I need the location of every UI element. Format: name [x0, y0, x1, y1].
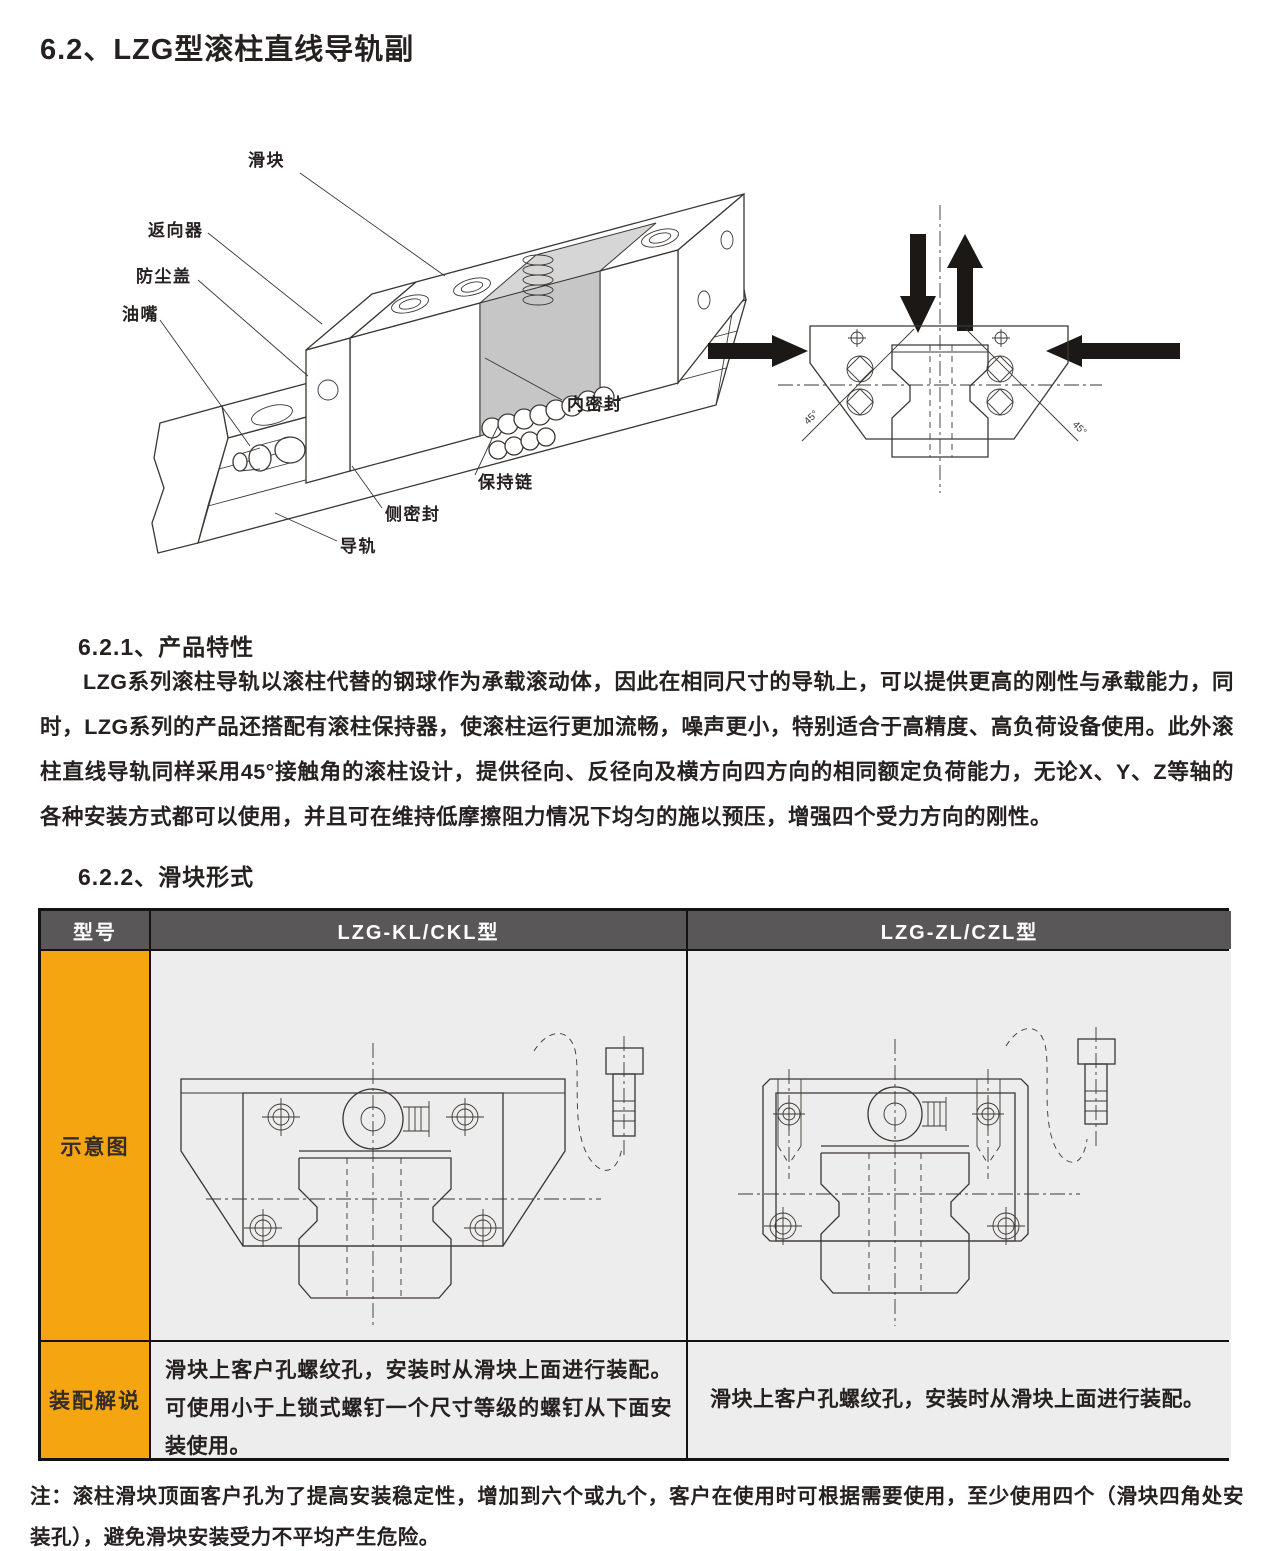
zl-counterbores — [777, 1069, 1001, 1179]
kl-ckl-drawing — [180, 1033, 644, 1329]
retainer-screw-marks — [848, 329, 1010, 347]
part-label-slider: 滑块 — [248, 151, 285, 170]
part-label-return-unit: 返向器 — [148, 221, 204, 240]
schematic-zl-czl — [688, 951, 1231, 1340]
part-label-grease-nipple: 油嘴 — [122, 305, 159, 324]
zl-czl-drawing — [738, 1027, 1116, 1326]
mounting-holes — [391, 228, 679, 314]
guide-rail-isometric-drawing: 45° 45° — [151, 172, 1180, 554]
roller-chain — [481, 386, 615, 460]
load-arrows — [708, 234, 1180, 367]
page-title: 6.2、LZG型滚柱直线导轨副 — [40, 34, 415, 66]
coil-detail — [522, 254, 554, 306]
leader-lines — [159, 172, 563, 542]
assembly-note-zl-text: 滑块上客户孔螺纹孔，安装时从滑块上面进行装配。 — [710, 1388, 1205, 1411]
hero-figure: 45° 45° 滑块 返向器 防尘盖 油嘴 内密封 保持链 侧密封 导轨 — [100, 128, 1220, 593]
assembly-note-zl: 滑块上客户孔螺纹孔，安装时从滑块上面进行装配。 — [688, 1342, 1231, 1458]
part-label-retainer-chain: 保持链 — [478, 473, 534, 492]
grease-nipple — [232, 436, 306, 472]
row-label-schematic: 示意图 — [41, 951, 149, 1340]
features-paragraph: LZG系列滚柱导轨以滚柱代替的钢球作为承载滚动体，因此在相同尺寸的导轨上，可以提… — [40, 670, 1234, 829]
kl-holes — [244, 1098, 502, 1247]
schematic-kl-ckl — [151, 951, 686, 1340]
iso-assembly — [151, 172, 747, 554]
col-header-kl-ckl: LZG-KL/CKL型 — [151, 911, 686, 949]
part-label-inner-seal: 内密封 — [567, 395, 623, 414]
zl-screw — [1005, 1027, 1116, 1163]
section-features-heading: 6.2.1、产品特性 — [78, 634, 255, 660]
row-label-assembly: 装配解说 — [41, 1342, 149, 1458]
col-header-model: 型号 — [41, 911, 149, 949]
part-label-side-seal: 侧密封 — [385, 505, 441, 524]
section-slider-forms-heading: 6.2.2、滑块形式 — [78, 864, 255, 890]
footnote: 注：滚柱滑块顶面客户孔为了提高安装稳定性，增加到六个或九个，客户在使用时可根据需… — [30, 1485, 1244, 1549]
zl-holes — [764, 1098, 1025, 1245]
slider-form-table: 型号 LZG-KL/CKL型 LZG-ZL/CZL型 示意图 — [38, 908, 1231, 1461]
cross-section-diagram: 45° 45° — [708, 205, 1180, 493]
assembly-note-kl-text: 滑块上客户孔螺纹孔，安装时从滑块上面进行装配。可使用小于上锁式螺钉一个尺寸等级的… — [165, 1359, 672, 1458]
part-label-rail: 导轨 — [340, 537, 377, 556]
rollers — [846, 355, 1014, 416]
assembly-note-kl: 滑块上客户孔螺纹孔，安装时从滑块上面进行装配。可使用小于上锁式螺钉一个尺寸等级的… — [151, 1342, 686, 1458]
kl-screw — [533, 1033, 644, 1171]
part-label-dust-cover: 防尘盖 — [136, 267, 192, 286]
col-header-zl-czl: LZG-ZL/CZL型 — [688, 911, 1231, 949]
